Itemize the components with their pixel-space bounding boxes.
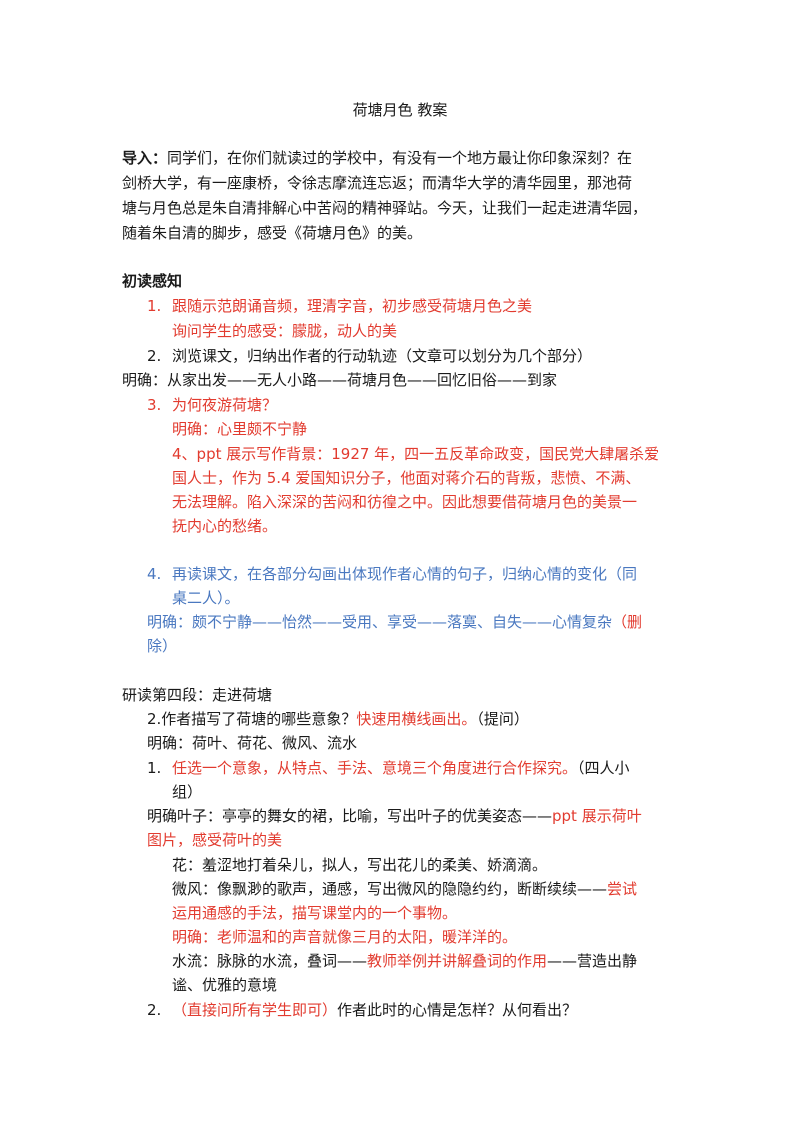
explore-1-number: 1. bbox=[147, 759, 162, 777]
explore-2-number: 2. bbox=[147, 1001, 162, 1019]
water-line-1: 水流：脉脉的水流，叠词——教师举例并讲解叠词的作用——营造出静 bbox=[172, 950, 637, 972]
intro-label: 导入： bbox=[122, 149, 168, 167]
item-1-text: 跟随示范朗诵音频，理清字音，初步感受荷塘月色之美 bbox=[172, 297, 533, 315]
intro-line-4: 随着朱自清的脚步，感受《荷塘月色》的美。 bbox=[122, 224, 423, 242]
leaf-line-2: 图片，感受荷叶的美 bbox=[147, 831, 283, 849]
wind-line-1: 微风：像飘渺的歌声，通感，写出微风的隐隐约约，断断续续——尝试 bbox=[172, 878, 637, 900]
item-3-answer: 明确：心里颇不宁静 bbox=[172, 420, 308, 438]
question-2-instruction: 快速用横线画出。 bbox=[356, 710, 477, 728]
flower-line: 花：羞涩地打着朵儿，拟人，写出花儿的柔美、娇滴滴。 bbox=[172, 856, 548, 874]
leaf-ppt-note: ppt 展示荷叶 bbox=[552, 807, 642, 825]
explore-1-line-1: 任选一个意象，从特点、手法、意境三个角度进行合作探究。（四人小 bbox=[172, 757, 630, 779]
item-4-background-line-4: 抚内心的愁绪。 bbox=[172, 517, 278, 535]
item-4b-text-line-2: 桌二人）。 bbox=[172, 589, 240, 607]
intro-line-1: 导入：同学们，在你们就读过的学校中，有没有一个地方最让你印象深刻？在 bbox=[122, 147, 632, 169]
item-3-number: 3. bbox=[147, 396, 162, 414]
question-2-answer: 明确：荷叶、荷花、微风、流水 bbox=[147, 734, 358, 752]
water-text: 水流：脉脉的水流，叠词—— bbox=[172, 952, 368, 970]
item-4b-text-line-1: 再读课文，在各部分勾画出体现作者心情的句子，归纳心情的变化（同 bbox=[172, 565, 638, 583]
leaf-text: 明确叶子：亭亭的舞女的裙，比喻，写出叶子的优美姿态—— bbox=[147, 807, 553, 825]
item-2-text: 浏览课文，归纳出作者的行动轨迹（文章可以划分为几个部分） bbox=[172, 347, 593, 365]
item-4-background-line-3: 无法理解。陷入深深的苦闷和彷徨之中。因此想要借荷塘月色的美景一 bbox=[172, 493, 638, 511]
intro-line-3: 塘与月色总是朱自清排解心中苦闷的精神驿站。今天，让我们一起走进清华园， bbox=[122, 199, 648, 217]
item-3-text: 为何夜游荷塘？ bbox=[172, 396, 278, 414]
item-4b-answer: 明确：颇不宁静——怡然——受用、享受——落寞、自失——心情复杂 bbox=[147, 613, 613, 631]
water-text-end: ——营造出静 bbox=[547, 952, 638, 970]
page-title: 荷塘月色 教案 bbox=[352, 101, 448, 119]
wind-line-2: 运用通感的手法，描写课堂内的一个事物。 bbox=[172, 904, 458, 922]
section-heading-fourth-paragraph: 研读第四段：走进荷塘 bbox=[122, 686, 273, 704]
item-4-background-line-2: 国人士，作为 5.4 爱国知识分子，他面对蒋介石的背叛，悲愤、不满、 bbox=[172, 469, 641, 487]
wind-try-note: 尝试 bbox=[607, 880, 638, 898]
leaf-line-1: 明确叶子：亭亭的舞女的裙，比喻，写出叶子的优美姿态——ppt 展示荷叶 bbox=[147, 805, 642, 827]
explore-1-line-2: 组） bbox=[172, 783, 203, 801]
item-1-number: 1. bbox=[147, 297, 162, 315]
item-4b-delete-note: （删 bbox=[612, 613, 643, 631]
item-2-answer: 明确：从家出发——无人小路——荷塘月色——回忆旧俗——到家 bbox=[122, 371, 558, 389]
section-heading-first-reading: 初读感知 bbox=[122, 272, 183, 290]
water-teacher-note: 教师举例并讲解叠词的作用 bbox=[367, 952, 548, 970]
item-4b-answer-line-2: 除） bbox=[147, 637, 178, 655]
wind-line-3: 明确：老师温和的声音就像三月的太阳，暖洋洋的。 bbox=[172, 928, 518, 946]
intro-text-1: 同学们，在你们就读过的学校中，有没有一个地方最让你印象深刻？在 bbox=[167, 149, 633, 167]
explore-2-question: 作者此时的心情是怎样？从何看出？ bbox=[337, 1001, 578, 1019]
item-4b-answer-line-1: 明确：颇不宁静——怡然——受用、享受——落寞、自失——心情复杂（删 bbox=[147, 611, 642, 633]
wind-text: 微风：像飘渺的歌声，通感，写出微风的隐隐约约，断断续续—— bbox=[172, 880, 608, 898]
item-4b-number: 4. bbox=[147, 565, 162, 583]
explore-1-text: 任选一个意象，从特点、手法、意境三个角度进行合作探究。 bbox=[172, 759, 578, 777]
intro-line-2: 剑桥大学，有一座康桥，令徐志摩流连忘返；而清华大学的清华园里，那池荷 bbox=[122, 174, 633, 192]
item-2-number: 2. bbox=[147, 347, 162, 365]
question-2-line: 2.作者描写了荷塘的哪些意象？快速用横线画出。（提问） bbox=[147, 708, 529, 730]
explore-1-group-note: （四人小 bbox=[577, 759, 630, 777]
question-2-text: 2.作者描写了荷塘的哪些意象？ bbox=[147, 710, 357, 728]
explore-2-line: （直接问所有学生即可）作者此时的心情是怎样？从何看出？ bbox=[172, 999, 577, 1021]
water-line-2: 谧、优雅的意境 bbox=[172, 976, 278, 994]
question-2-note: （提问） bbox=[476, 710, 529, 728]
item-1-subtext: 询问学生的感受：朦胧，动人的美 bbox=[172, 322, 398, 340]
explore-2-instruction: （直接问所有学生即可） bbox=[172, 1001, 338, 1019]
item-4-background-line-1: 4、ppt 展示写作背景：1927 年，四一五反革命政变，国民党大肆屠杀爱 bbox=[172, 445, 660, 463]
